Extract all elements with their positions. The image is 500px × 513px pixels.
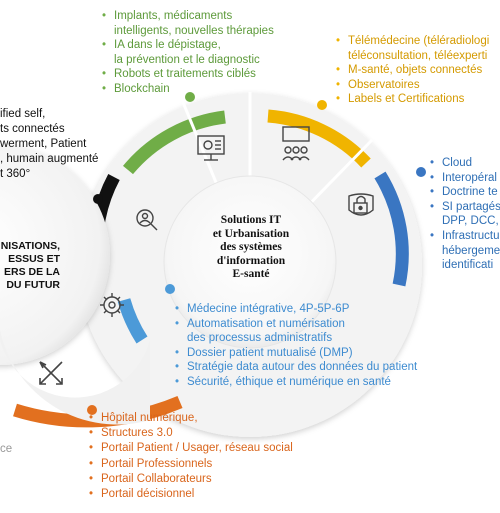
center-title-line3: des systèmes — [220, 241, 282, 253]
left-text-line: ified self, — [0, 108, 46, 120]
list-item: Stratégie data autour des données du pat… — [174, 360, 417, 375]
left-text-line: t 360° — [0, 168, 31, 180]
left-partial-text: ified self, ts connectés werment, Patien… — [0, 107, 98, 182]
center-title-line1: Solutions IT — [220, 214, 282, 226]
left-text-line: werment, Patient — [0, 138, 87, 150]
meeting-screen-icon — [282, 126, 310, 161]
list-item: Télémédecine (téléradiologitéléconsultat… — [335, 34, 489, 63]
center-title-line2: et Urbanisation — [212, 227, 290, 240]
left-title-line: DU FUTUR — [6, 279, 60, 291]
left-partial-title: NISATIONS, ESSUS ET ERS DE LA DU FUTUR — [0, 240, 60, 292]
blue-list: Cloud Interopéral Doctrine te SI partagé… — [429, 156, 500, 273]
left-partial-disc — [0, 145, 110, 365]
list-item: M-santé, objets connectés — [335, 63, 489, 78]
center-title-line5: E-santé — [232, 268, 270, 280]
lightblue-dot — [165, 284, 175, 294]
list-item: Structures 3.0 — [88, 426, 293, 441]
list-item: Dossier patient mutualisé (DMP) — [174, 346, 417, 361]
list-item: Portail Patient / Usager, réseau social — [88, 441, 293, 456]
list-item: Doctrine te — [429, 185, 500, 200]
green-arc — [123, 110, 226, 175]
yellow-list: Télémédecine (téléradiologitéléconsultat… — [335, 34, 489, 107]
yellow-dot — [317, 100, 327, 110]
presentation-chart-icon — [197, 135, 225, 161]
black-dot — [93, 194, 103, 204]
magnifier-person-icon — [136, 209, 158, 231]
list-item: IA dans le dépistage,la prévention et le… — [101, 38, 274, 67]
list-item: Observatoires — [335, 78, 489, 93]
list-item: Blockchain — [101, 82, 274, 97]
list-item: Portail décisionnel — [88, 487, 293, 502]
blue-dot — [416, 167, 426, 177]
gear-head-icon — [100, 293, 124, 317]
lightblue-arc — [117, 298, 148, 344]
center-title: Solutions IT et Urbanisation des système… — [205, 214, 297, 282]
list-item: Sécurité, éthique et numérique en santé — [174, 375, 417, 390]
blue-arc — [374, 171, 409, 287]
list-item: Robots et traitements ciblés — [101, 67, 274, 82]
list-item: Médecine intégrative, 4P-5P-6P — [174, 302, 417, 317]
left-title-line: NISATIONS, — [0, 240, 60, 252]
left-bottom-fragment: ce — [0, 443, 13, 455]
list-item: Interopéral — [429, 171, 500, 186]
list-item: Portail Professionnels — [88, 457, 293, 472]
center-title-line4: d'information — [216, 254, 286, 267]
left-text-line: ts connectés — [0, 123, 65, 135]
left-title-line: ERS DE LA — [3, 266, 60, 278]
crossing-arrows-icon — [39, 361, 63, 385]
list-item: Labels et Certifications — [335, 92, 489, 107]
list-item: Cloud — [429, 156, 500, 171]
lightblue-list: Médecine intégrative, 4P-5P-6P Automatis… — [174, 302, 417, 390]
padlock-shield-icon — [348, 193, 374, 216]
list-item: Portail Collaborateurs — [88, 472, 293, 487]
list-item: Hôpital numérique, — [88, 411, 293, 426]
orange-list: Hôpital numérique, Structures 3.0 Portai… — [88, 411, 293, 502]
left-title-line: ESSUS ET — [8, 253, 60, 265]
left-text-line: , humain augmenté — [0, 153, 99, 165]
